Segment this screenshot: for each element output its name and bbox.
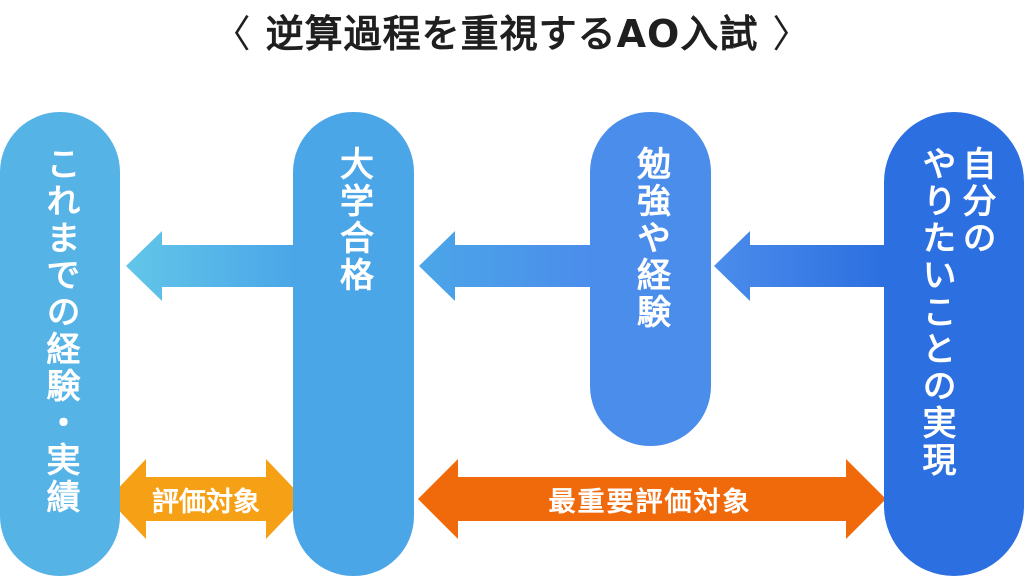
title-close-bracket: 〉 <box>772 11 812 56</box>
evaluation-large-label: 最重要評価対象 <box>548 486 752 518</box>
flow-arrow-3 <box>714 231 884 301</box>
column-self-realization-line-1: 自分の <box>956 146 996 257</box>
column-past-experience: これまでの経験・実績 <box>0 112 120 576</box>
evaluation-arrow-small <box>108 459 304 539</box>
title-open-bracket: 〈 <box>212 11 252 56</box>
title-text: 逆算過程を重視するAO入試 <box>265 11 759 56</box>
flow-arrow-1 <box>126 231 293 301</box>
flow-arrow-2 <box>419 231 590 301</box>
evaluation-small-label: 評価対象 <box>152 486 260 518</box>
column-university-admission: 大学合格 <box>293 112 414 576</box>
column-self-realization: 自分のやりたいことの実現 <box>884 112 1024 576</box>
evaluation-arrow-large <box>418 459 886 539</box>
diagram-title: 〈 逆算過程を重視するAO入試 〉 <box>0 2 1024 58</box>
column-university-admission-label: 大学合格 <box>333 146 374 294</box>
column-study-experience-label: 勉強や経験 <box>630 146 671 331</box>
column-self-realization-line-2: やりたいことの実現 <box>916 146 956 479</box>
column-study-experience: 勉強や経験 <box>590 112 711 446</box>
column-self-realization-label: 自分のやりたいことの実現 <box>912 146 996 479</box>
column-past-experience-label: これまでの経験・実績 <box>40 146 80 516</box>
